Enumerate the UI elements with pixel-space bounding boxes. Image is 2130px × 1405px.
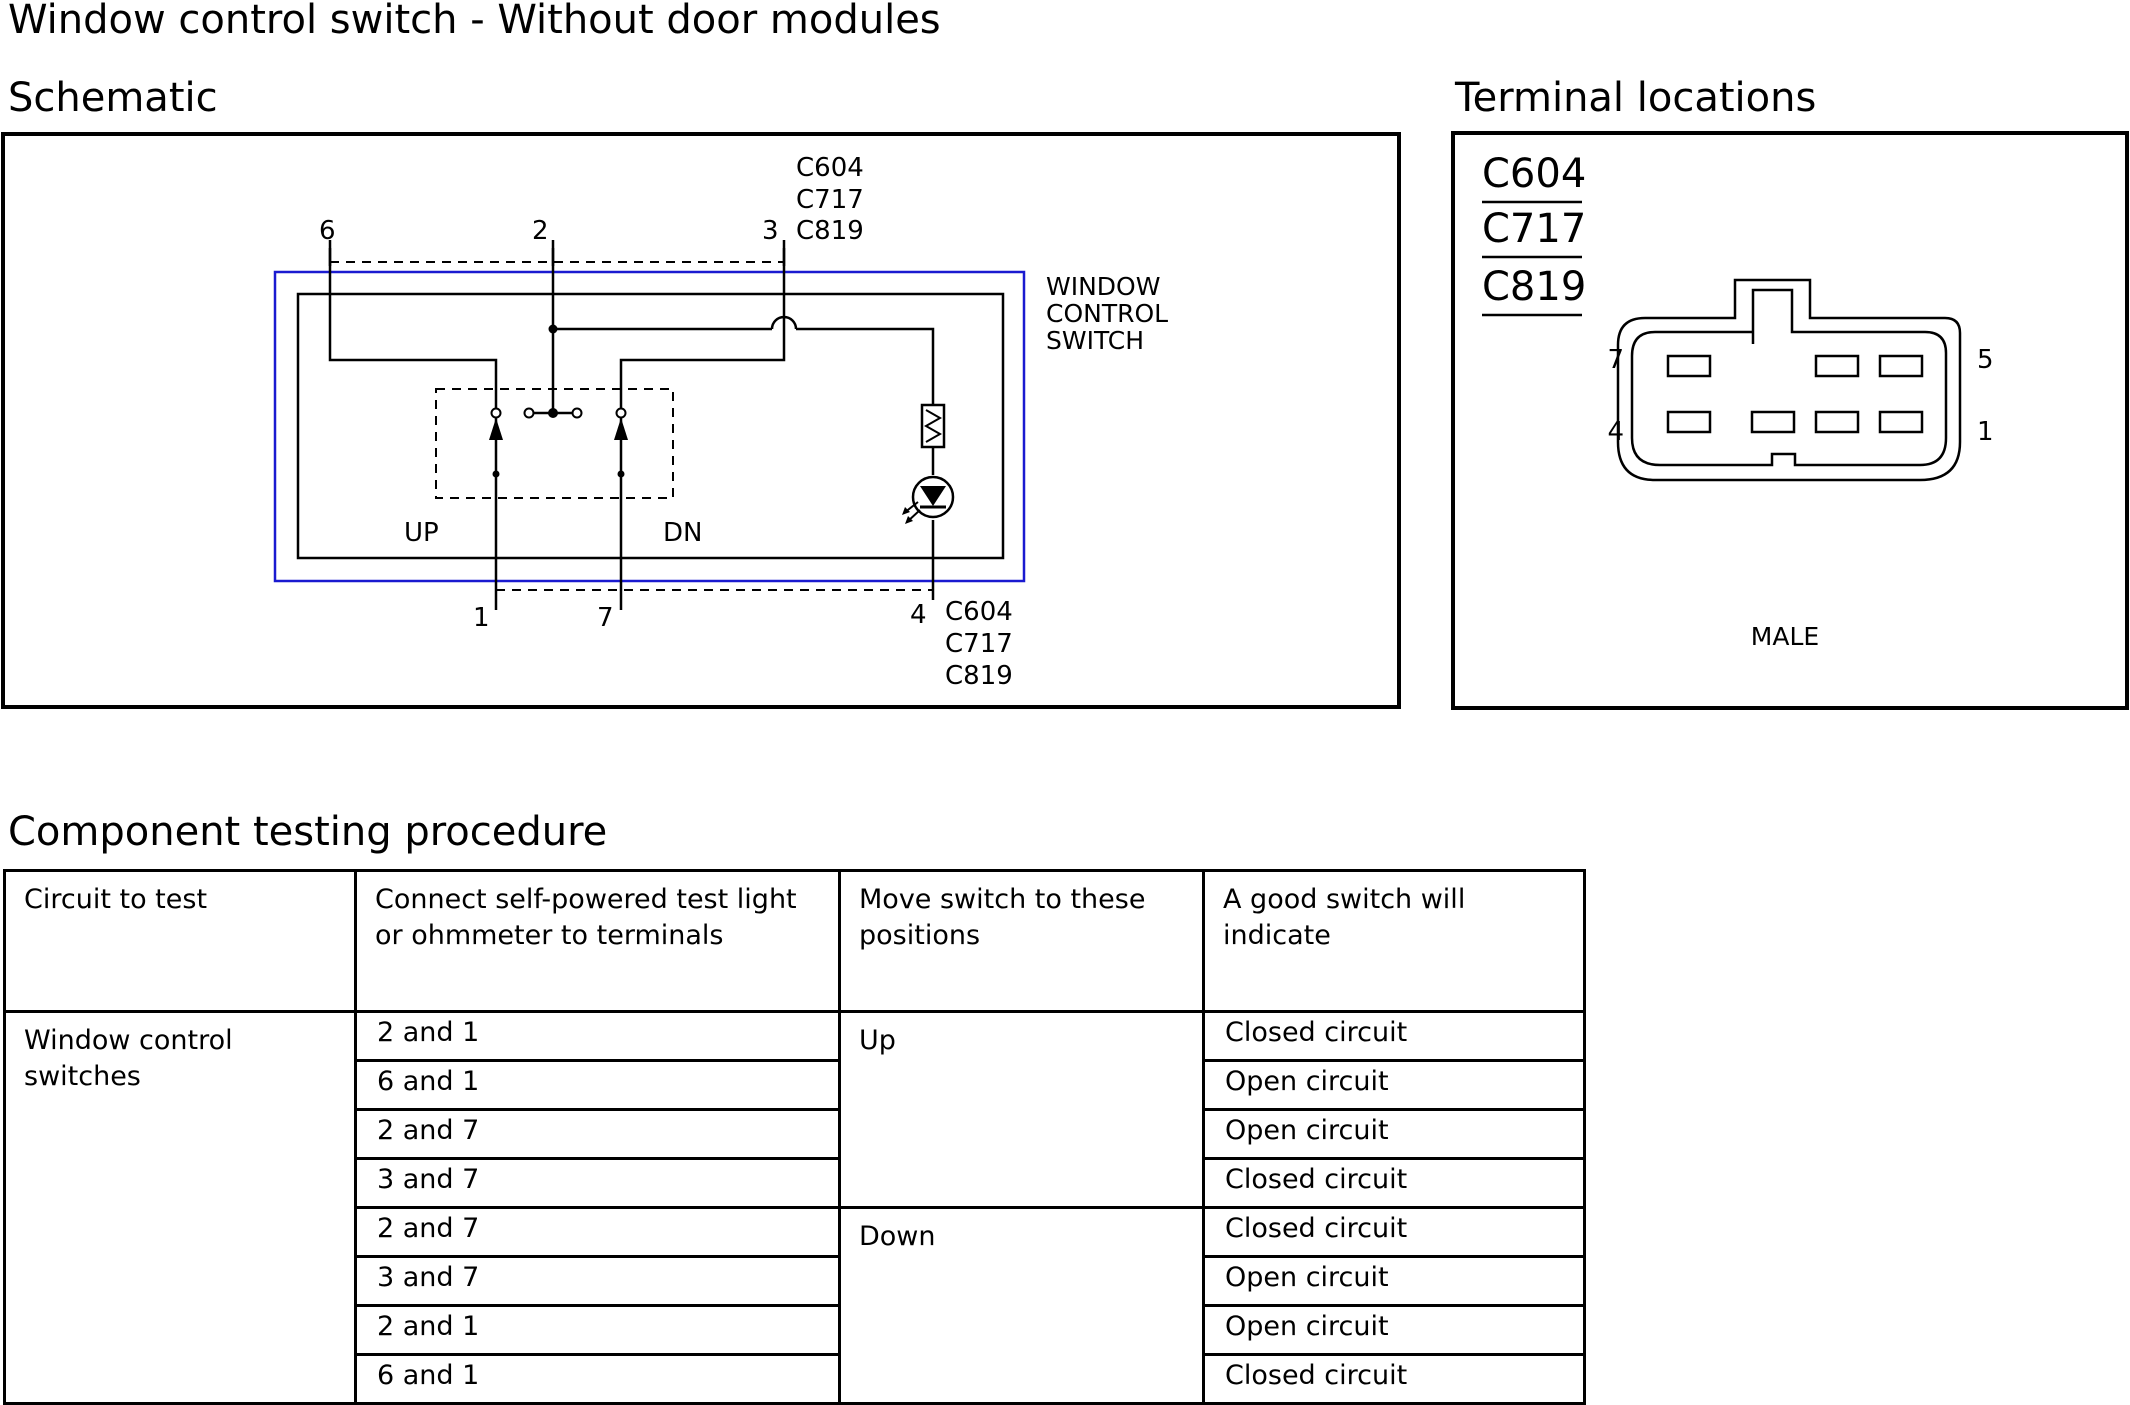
- result-cell: Open circuit: [1202, 1255, 1586, 1307]
- terminal-pin-7: 7: [1607, 345, 1624, 375]
- terminals-cell: 2 and 7: [354, 1206, 841, 1258]
- top-connector-c819: C819: [796, 216, 864, 246]
- terminal-pin-4: 4: [1607, 417, 1624, 447]
- schematic-diagram: 6 2 3 1 7 4 C604 C717 C819 C604 C717 C81…: [1, 132, 1401, 709]
- result-cell: Closed circuit: [1202, 1206, 1586, 1258]
- page-title: Window control switch - Without door mod…: [8, 0, 941, 43]
- terminal-locations-diagram: C604 C717 C819 7 5 4 1 MALE: [1451, 131, 2129, 710]
- pin-label-4: 4: [910, 600, 927, 630]
- component-label-line-2: CONTROL: [1046, 299, 1168, 328]
- switch-contacts: [489, 324, 628, 478]
- terminals-cell: 2 and 1: [354, 1304, 841, 1356]
- terminals-cell: 3 and 7: [354, 1255, 841, 1307]
- up-label: UP: [404, 518, 439, 548]
- top-connector-c604: C604: [796, 153, 864, 183]
- component-label-line-3: SWITCH: [1046, 326, 1144, 355]
- table-row: 6 and 1 Open circuit: [5, 1059, 1586, 1111]
- header-positions: Move switch to these positions: [838, 869, 1205, 1013]
- circuit-cell: Window control switches: [3, 1010, 357, 1405]
- pin-label-2: 2: [532, 216, 549, 246]
- schematic-frame: [1, 132, 1401, 709]
- table-row: 6 and 1 Closed circuit: [5, 1353, 1586, 1405]
- result-cell: Open circuit: [1202, 1059, 1586, 1111]
- terminal-connector-c604: C604: [1482, 151, 1586, 197]
- terminal-frame: [1451, 131, 2129, 710]
- terminal-pins: [1666, 354, 1924, 434]
- bottom-connector-c604: C604: [945, 597, 1013, 627]
- top-connector-c717: C717: [796, 185, 864, 215]
- wire-pin-3: [619, 240, 786, 412]
- result-cell: Closed circuit: [1202, 1353, 1586, 1405]
- terminals-cell: 6 and 1: [354, 1353, 841, 1405]
- table-row: Window control switches 2 and 1 Up Close…: [3, 1010, 1586, 1405]
- wire-pin-6: [328, 240, 498, 412]
- table-row: 2 and 7 Open circuit: [5, 1108, 1586, 1160]
- led-icon: [902, 475, 955, 524]
- header-circuit: Circuit to test: [3, 869, 357, 1013]
- header-indication: A good switch will indicate: [1202, 869, 1586, 1013]
- dn-arrow-icon: [614, 418, 628, 440]
- bottom-connector-c819: C819: [945, 661, 1013, 691]
- header-terminals: Connect self-powered test light or ohmme…: [354, 869, 841, 1013]
- switch-outline: [273, 270, 1026, 583]
- table-row: 2 and 1 Open circuit: [5, 1304, 1586, 1356]
- schematic-heading: Schematic: [8, 75, 218, 121]
- switch-housing: [296, 292, 1005, 560]
- position-cell-down: Down: [838, 1206, 1205, 1405]
- table-row: 3 and 7 Closed circuit: [5, 1157, 1586, 1209]
- terminal-locations-heading: Terminal locations: [1455, 75, 1817, 121]
- terminals-cell: 3 and 7: [354, 1157, 841, 1209]
- pin-label-6: 6: [319, 216, 336, 246]
- result-cell: Closed circuit: [1202, 1010, 1586, 1062]
- wire-crossover: [770, 315, 798, 330]
- pin-label-3: 3: [762, 216, 779, 246]
- position-cell-up: Up: [838, 1010, 1205, 1209]
- procedure-heading: Component testing procedure: [8, 809, 608, 855]
- connector-housing-icon: [1616, 278, 1962, 482]
- terminals-cell: 2 and 1: [354, 1010, 841, 1062]
- table-row: 2 and 7 Down Closed circuit: [5, 1206, 1586, 1405]
- terminals-cell: 6 and 1: [354, 1059, 841, 1111]
- procedure-table: Circuit to test Connect self-powered tes…: [3, 869, 1586, 1405]
- wire-lamp: [796, 327, 935, 405]
- result-cell: Open circuit: [1202, 1108, 1586, 1160]
- terminal-pin-5: 5: [1977, 345, 1994, 375]
- table-row: 3 and 7 Open circuit: [5, 1255, 1586, 1307]
- result-cell: Closed circuit: [1202, 1157, 1586, 1209]
- resistor-icon: [920, 403, 946, 449]
- up-arrow-icon: [489, 418, 503, 440]
- connector-gender: MALE: [1751, 622, 1819, 651]
- terminal-pin-1: 1: [1977, 417, 1994, 447]
- terminal-connector-c717: C717: [1482, 206, 1586, 252]
- terminal-connector-c819: C819: [1482, 264, 1586, 310]
- result-cell: Open circuit: [1202, 1304, 1586, 1356]
- component-label-line-1: WINDOW: [1046, 272, 1160, 301]
- dn-label: DN: [663, 518, 702, 548]
- table-header-row: Circuit to test Connect self-powered tes…: [3, 869, 1586, 1013]
- bottom-connector-c717: C717: [945, 629, 1013, 659]
- terminals-cell: 2 and 7: [354, 1108, 841, 1160]
- pin-label-1: 1: [473, 603, 490, 633]
- switch-mechanism-box: [435, 388, 674, 499]
- pin-label-7: 7: [597, 603, 614, 633]
